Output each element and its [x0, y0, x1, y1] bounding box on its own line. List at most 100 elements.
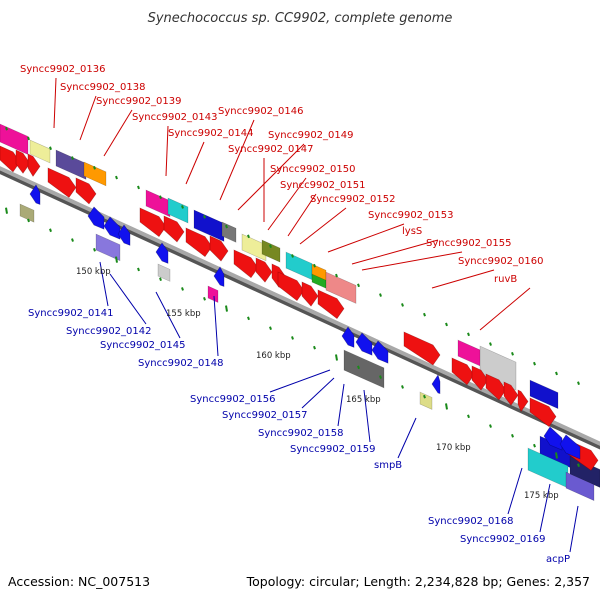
- forward-gene-arrow: [529, 397, 557, 427]
- feature-layer: [0, 123, 600, 502]
- reverse-gene-arrow: [213, 266, 225, 287]
- forward-gene-label: Syncc9902_0150: [270, 164, 356, 175]
- tick-mark: [159, 277, 162, 282]
- forward-gene-arrow: [185, 227, 213, 257]
- forward-gene-label: Syncc9902_0149: [268, 130, 354, 141]
- tick-mark: [93, 248, 96, 252]
- feature-box: [565, 471, 595, 502]
- kbp-scale-label: 150 kbp: [76, 267, 111, 277]
- tick-mark: [247, 316, 250, 321]
- forward-gene-label: ruvB: [494, 274, 517, 285]
- label-leader-line: [53, 77, 57, 129]
- label-leader-line: [363, 389, 371, 443]
- label-leader-line: [327, 223, 405, 253]
- reverse-gene-arrow: [341, 326, 355, 348]
- label-leader-line: [479, 287, 531, 331]
- forward-gene-arrow: [15, 149, 31, 174]
- tick-mark: [225, 224, 228, 229]
- tick-mark: [577, 381, 580, 386]
- label-leader-line: [361, 251, 463, 271]
- label-leader-line: [165, 125, 169, 177]
- label-leader-line: [269, 369, 331, 393]
- feature-box: [157, 263, 171, 282]
- tick-mark: [467, 332, 470, 337]
- label-leader-line: [301, 377, 335, 409]
- reverse-gene-arrow: [29, 184, 41, 205]
- tick-mark: [555, 452, 558, 459]
- tick-mark: [181, 287, 184, 291]
- feature-box: [325, 271, 357, 304]
- forward-gene-arrow: [75, 177, 97, 205]
- tick-mark: [181, 205, 184, 209]
- forward-gene-label: Syncc9902_0144: [168, 128, 254, 139]
- feature-box: [207, 285, 219, 303]
- forward-gene-label: Syncc9902_0136: [20, 64, 106, 75]
- tick-mark: [27, 218, 30, 223]
- label-leader-line: [219, 119, 255, 201]
- label-leader-line: [79, 95, 97, 141]
- feature-box: [529, 379, 559, 410]
- tick-mark: [489, 424, 492, 428]
- feature-box: [19, 203, 35, 223]
- tick-mark: [203, 296, 206, 301]
- feature-box: [419, 391, 433, 410]
- feature-box: [29, 139, 51, 164]
- reverse-gene-arrow: [559, 434, 581, 460]
- label-leader-line: [267, 177, 307, 231]
- label-leader-line: [213, 295, 219, 357]
- label-leader-line: [103, 109, 133, 157]
- tick-mark: [423, 394, 426, 399]
- forward-gene-arrow: [471, 365, 489, 391]
- forward-gene-arrow: [47, 167, 77, 198]
- tick-mark: [445, 403, 448, 410]
- feature-box: [343, 349, 385, 389]
- reverse-gene-label: smpB: [374, 460, 402, 471]
- kbp-scale-label: 155 kbp: [166, 309, 201, 319]
- reverse-gene-arrow: [87, 206, 105, 230]
- forward-gene-label: Syncc9902_0153: [368, 210, 454, 221]
- tick-mark: [511, 434, 514, 438]
- label-leader-line: [539, 483, 551, 533]
- forward-gene-arrow: [485, 373, 507, 401]
- tick-mark: [49, 146, 52, 151]
- feature-box: [261, 239, 281, 263]
- tick-mark: [467, 414, 470, 419]
- feature-box: [95, 233, 121, 262]
- reverse-gene-label: acpP: [546, 554, 570, 565]
- tick-mark: [335, 354, 338, 361]
- label-leader-line: [397, 417, 417, 459]
- tick-mark: [577, 463, 580, 468]
- feature-box: [285, 251, 313, 281]
- tick-mark: [379, 375, 382, 379]
- label-leader-line: [185, 141, 205, 185]
- kbp-scale-label: 160 kbp: [256, 351, 291, 361]
- map-title: Synechococcus sp. CC9902, complete genom…: [148, 11, 453, 26]
- tick-mark: [533, 361, 536, 366]
- tick-mark: [71, 156, 74, 160]
- reverse-gene-arrow: [117, 224, 131, 246]
- label-leader-line: [569, 505, 579, 553]
- forward-gene-arrow: [255, 257, 273, 283]
- tick-mark: [225, 305, 228, 312]
- reverse-gene-arrow: [431, 374, 441, 394]
- reverse-gene-arrow: [155, 242, 169, 264]
- feature-box: [167, 197, 189, 224]
- tick-mark: [115, 175, 118, 180]
- forward-gene-arrow: [233, 249, 259, 279]
- label-leader-line: [109, 273, 147, 325]
- forward-gene-arrow: [301, 281, 319, 307]
- reverse-gene-label: Syncc9902_0148: [138, 358, 224, 369]
- feature-box: [221, 221, 237, 243]
- tick-mark: [555, 371, 558, 376]
- label-leader-line: [431, 269, 495, 289]
- reverse-gene-arrow: [371, 340, 389, 364]
- tick-mark: [401, 303, 404, 307]
- forward-gene-arrow: [277, 271, 305, 301]
- label-leader-line: [507, 467, 523, 515]
- tick-mark: [533, 443, 536, 448]
- tick-mark: [27, 136, 30, 141]
- forward-gene-label: Syncc9902_0139: [96, 96, 182, 107]
- tick-mark: [423, 312, 426, 317]
